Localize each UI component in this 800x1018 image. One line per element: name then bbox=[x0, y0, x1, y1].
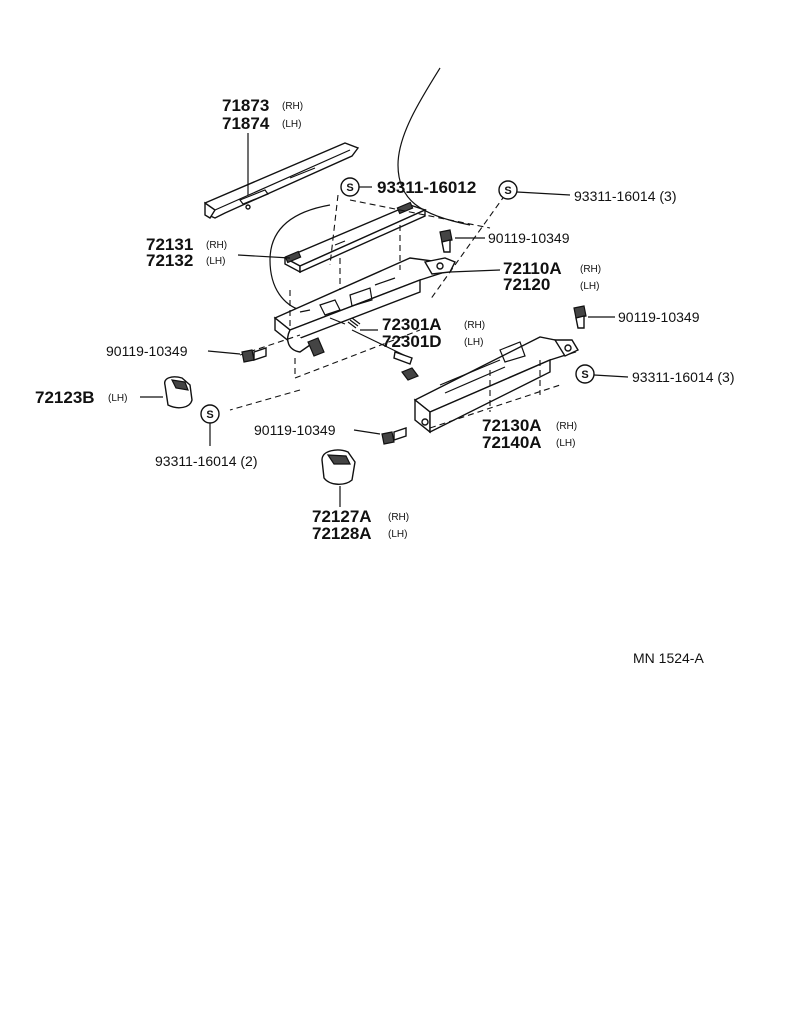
label-screw-top: 93311-16012 bbox=[377, 178, 476, 197]
label-72140a-side: (LH) bbox=[556, 438, 575, 449]
label-72131: 72131 bbox=[146, 235, 193, 254]
leader-bolt-lower bbox=[353, 429, 381, 435]
bolt-right bbox=[573, 305, 587, 329]
label-screw-top-right: 93311-16014 (3) bbox=[574, 188, 676, 204]
label-72128a: 72128A bbox=[312, 524, 372, 543]
cover-rail-71873 bbox=[204, 142, 360, 219]
label-72301a-side: (RH) bbox=[464, 320, 485, 331]
seat-contour-line bbox=[397, 67, 471, 226]
leader-screw-right bbox=[593, 374, 629, 378]
leader-screw-top-right bbox=[516, 191, 571, 196]
assembly-line-11 bbox=[429, 194, 506, 301]
assembly-line-5 bbox=[294, 329, 421, 379]
s-symbol-left: S bbox=[200, 404, 220, 424]
label-71873-side: (RH) bbox=[282, 101, 303, 112]
label-72110a: 72110A bbox=[503, 259, 562, 278]
assembly-line-7 bbox=[229, 389, 301, 411]
label-72301d-side: (LH) bbox=[464, 337, 483, 348]
assembly-line-2 bbox=[349, 199, 491, 229]
label-bolt-left: 90119-10349 bbox=[106, 343, 188, 359]
label-72132-side: (LH) bbox=[206, 256, 225, 267]
label-71873: 71873 bbox=[222, 96, 269, 115]
leader-72110a bbox=[449, 269, 501, 273]
label-72131-side: (RH) bbox=[206, 240, 227, 251]
s-symbol-right: S bbox=[575, 364, 595, 384]
s-symbol-top: S bbox=[340, 177, 360, 197]
label-72120: 72120 bbox=[503, 275, 550, 294]
label-71874-side: (LH) bbox=[282, 119, 301, 130]
label-72130a: 72130A bbox=[482, 416, 542, 435]
label-71874: 71874 bbox=[222, 114, 270, 133]
spring-wire-72301a bbox=[329, 317, 413, 365]
label-bolt-upper: 90119-10349 bbox=[488, 230, 570, 246]
label-72127a: 72127A bbox=[312, 507, 372, 526]
label-72140a: 72140A bbox=[482, 433, 542, 452]
bolt-lower bbox=[381, 427, 407, 445]
label-72301a: 72301A bbox=[382, 315, 442, 334]
leader-bolt-left bbox=[207, 350, 241, 355]
label-72130a-side: (RH) bbox=[556, 421, 577, 432]
svg-text:S: S bbox=[206, 409, 213, 421]
svg-text:S: S bbox=[346, 182, 353, 194]
diagram-code: MN 1524-A bbox=[633, 650, 704, 666]
label-72132: 72132 bbox=[146, 251, 193, 270]
assembly-line-8 bbox=[429, 384, 561, 429]
label-72123b: 72123B bbox=[35, 388, 95, 407]
label-72120-side: (LH) bbox=[580, 281, 599, 292]
label-screw-left: 93311-16014 (2) bbox=[155, 453, 257, 469]
label-72128a-side: (LH) bbox=[388, 529, 407, 540]
label-72123b-side: (LH) bbox=[108, 393, 127, 404]
knob-72127a bbox=[321, 449, 356, 485]
label-72110a-side: (RH) bbox=[580, 264, 601, 275]
bolt-upper bbox=[439, 229, 453, 253]
label-72301d: 72301D bbox=[382, 332, 442, 351]
label-screw-right: 93311-16014 (3) bbox=[632, 369, 734, 385]
s-symbol-top-right: S bbox=[498, 180, 518, 200]
label-bolt-right: 90119-10349 bbox=[618, 309, 700, 325]
seat-cushion-outline bbox=[269, 204, 331, 311]
bolt-left bbox=[241, 347, 267, 363]
svg-text:S: S bbox=[581, 369, 588, 381]
label-bolt-lower: 90119-10349 bbox=[254, 422, 336, 438]
svg-text:S: S bbox=[504, 185, 511, 197]
knob-72123b bbox=[164, 376, 193, 409]
leader-72131 bbox=[237, 254, 291, 259]
label-72127a-side: (RH) bbox=[388, 512, 409, 523]
seat-track-72110a bbox=[273, 257, 456, 357]
assembly-line-1 bbox=[329, 194, 339, 266]
